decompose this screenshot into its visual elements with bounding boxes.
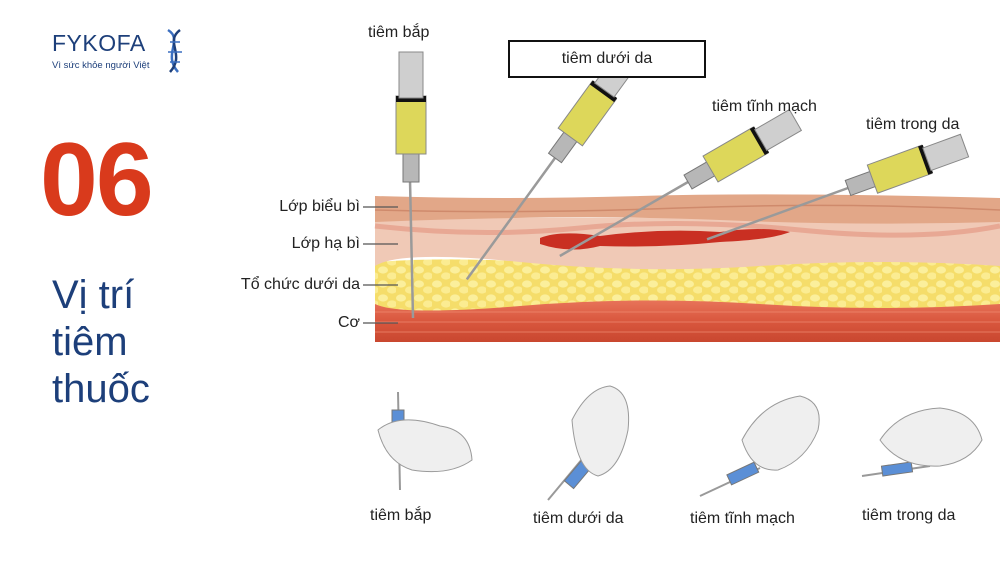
label-bottom-intradermal: tiêm trong da xyxy=(862,507,956,524)
layer-label-subcutaneous: Tổ chức dưới da xyxy=(240,276,360,293)
layer-label-epidermis: Lớp biểu bì xyxy=(279,198,360,215)
syringe-intramuscular xyxy=(395,51,427,319)
layer-label-muscle: Cơ xyxy=(337,314,360,331)
label-top-intramuscular: tiêm bắp xyxy=(368,24,430,41)
hand-illustration-subq xyxy=(547,385,630,501)
helix-logo-icon xyxy=(167,28,182,73)
hand-illustration-iv xyxy=(699,395,820,497)
label-top-intravenous: tiêm tĩnh mạch xyxy=(712,98,817,115)
hand-illustration-id xyxy=(861,407,983,477)
section-number: 06 xyxy=(40,122,154,238)
syringe-intradermal xyxy=(706,133,970,241)
label-top-subcutaneous: tiêm dưới da xyxy=(561,50,653,67)
layer-label-dermis: Lớp hạ bì xyxy=(291,235,360,252)
title-line-1: Vị trí xyxy=(52,273,135,317)
hand-illustration-im xyxy=(377,391,473,491)
label-box-subcutaneous: tiêm dưới da xyxy=(508,40,706,78)
layer-subcutaneous-fat xyxy=(375,257,1000,311)
brand-tagline: Vì sức khỏe người Việt xyxy=(52,60,150,71)
title-line-3: thuốc xyxy=(52,367,150,411)
brand-logo: FYKOFA Vì sức khỏe người Việt xyxy=(52,28,212,80)
skin-layers xyxy=(374,194,1000,342)
layer-epidermis xyxy=(375,194,1000,224)
syringe-intravenous xyxy=(559,108,803,258)
brand-name: FYKOFA xyxy=(52,30,146,56)
label-bottom-intramuscular: tiêm bắp xyxy=(370,507,432,524)
title-line-2: tiêm xyxy=(52,320,128,364)
section-title: Vị trí tiêm thuốc xyxy=(52,272,232,413)
blood-vessel xyxy=(540,229,790,250)
label-bottom-intravenous: tiêm tĩnh mạch xyxy=(690,510,795,527)
label-top-intradermal: tiêm trong da xyxy=(866,116,960,133)
label-bottom-subcutaneous: tiêm dưới da xyxy=(533,510,624,527)
